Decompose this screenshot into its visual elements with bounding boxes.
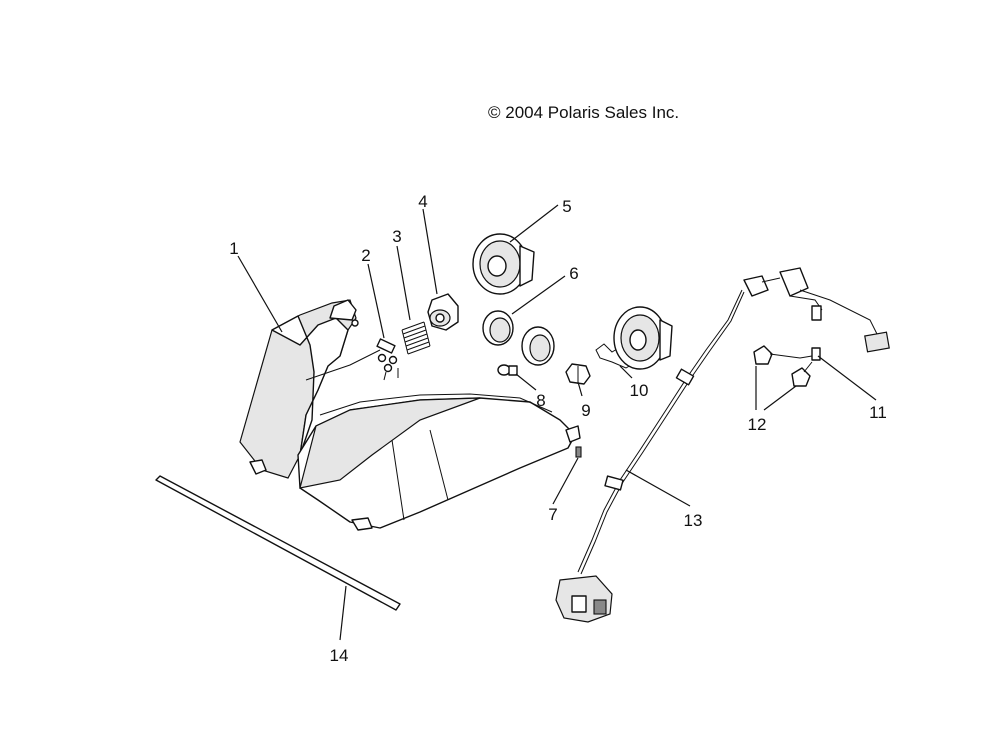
wiring-harness [555, 267, 890, 623]
callout-8: 8 [536, 391, 545, 410]
callout-5: 5 [562, 197, 571, 216]
callout-6: 6 [569, 264, 578, 283]
callout-12: 12 [748, 415, 767, 434]
headlight-bulb [497, 364, 518, 376]
headlight-housing [239, 299, 581, 531]
callout-14: 14 [330, 646, 349, 665]
callout-10: 10 [630, 381, 649, 400]
callout-7: 7 [548, 505, 557, 524]
callout-3: 3 [392, 227, 401, 246]
callout-9: 9 [581, 401, 590, 420]
bulb-socket [565, 363, 591, 385]
marker-bulb-assembly [753, 345, 821, 387]
adjuster-knob [427, 293, 459, 331]
upper-reflector [472, 233, 535, 295]
callout-2: 2 [361, 246, 370, 265]
callout-labels: 1 2 3 4 5 6 7 8 9 10 11 12 13 14 [229, 192, 887, 665]
screw-set [351, 319, 399, 381]
callout-13: 13 [684, 511, 703, 530]
callout-11: 11 [869, 403, 887, 422]
callout-4: 4 [418, 192, 427, 211]
callout-1: 1 [229, 239, 238, 258]
locating-pin [575, 446, 582, 458]
bulb-retainer-rings [482, 310, 555, 366]
lower-reflector [613, 306, 673, 370]
adjuster-spring [401, 321, 431, 355]
weather-seal-strip [155, 475, 401, 611]
copyright-notice: © 2004 Polaris Sales Inc. [488, 103, 680, 122]
leader-lines [237, 204, 877, 641]
